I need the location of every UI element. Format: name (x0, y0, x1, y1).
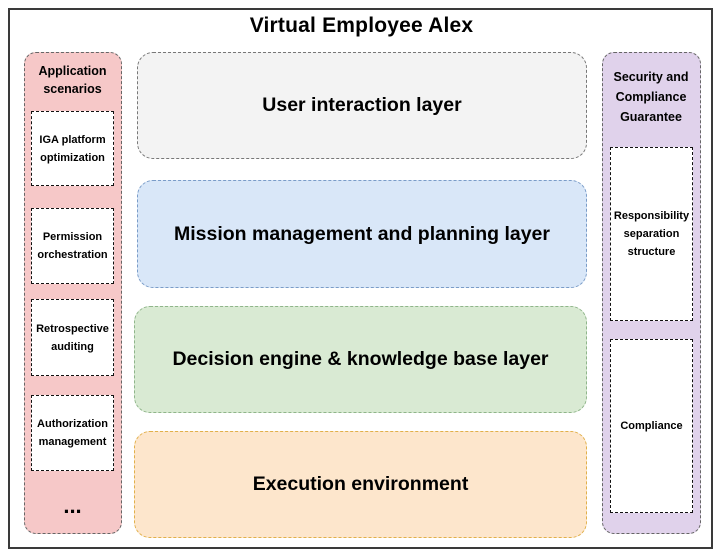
user-interaction-layer: User interaction layer (137, 52, 587, 159)
scenario-line1: Retrospective (36, 322, 109, 335)
compliance-label: Compliance (620, 420, 683, 432)
scenario-authorization-management: Authorization management (31, 395, 114, 471)
guarantee-line3: structure (627, 246, 676, 258)
scenario-line1: IGA platform (39, 133, 106, 146)
decision-engine-layer: Decision engine & knowledge base layer (134, 306, 587, 413)
mission-management-layer-label: Mission management and planning layer (174, 222, 550, 245)
scenario-line1: Permission (42, 231, 103, 243)
scenario-line2: auditing (51, 340, 94, 353)
application-scenarios-panel: Application scenarios IGA platform optim… (24, 52, 122, 534)
responsibility-separation-structure: Responsibility separation structure (610, 147, 693, 321)
application-scenarios-title: Application scenarios (25, 62, 120, 98)
user-interaction-layer-label: User interaction layer (262, 94, 462, 116)
application-scenarios-title-line1: Application (38, 64, 107, 78)
execution-environment-layer-label: Execution environment (252, 473, 469, 495)
security-compliance-title-line2: Compliance (615, 90, 687, 104)
scenario-line2: orchestration (37, 249, 108, 261)
execution-environment-layer: Execution environment (134, 431, 587, 538)
application-scenarios-title-line2: scenarios (43, 82, 102, 96)
more-scenarios-ellipsis: ... (63, 493, 82, 518)
scenario-line1: Authorization (37, 418, 108, 430)
diagram-title: Virtual Employee Alex (249, 14, 474, 37)
compliance-item: Compliance (610, 339, 693, 513)
mission-management-layer: Mission management and planning layer (137, 180, 587, 288)
security-compliance-title-line1: Security and (613, 70, 689, 84)
decision-engine-layer-label: Decision engine & knowledge base layer (172, 348, 549, 370)
security-compliance-panel: Security and Compliance Guarantee Respon… (602, 52, 701, 534)
guarantee-line1: Responsibility (613, 210, 690, 222)
scenario-line2: optimization (40, 151, 105, 164)
guarantee-line2: separation (623, 228, 680, 240)
scenario-iga-platform-optimization: IGA platform optimization (31, 111, 114, 186)
scenario-retrospective-auditing: Retrospective auditing (31, 299, 114, 376)
security-compliance-title-line3: Guarantee (620, 110, 682, 124)
scenario-line2: management (38, 436, 107, 448)
scenario-permission-orchestration: Permission orchestration (31, 208, 114, 284)
diagram-frame (8, 8, 713, 549)
security-compliance-title: Security and Compliance Guarantee (603, 67, 699, 127)
